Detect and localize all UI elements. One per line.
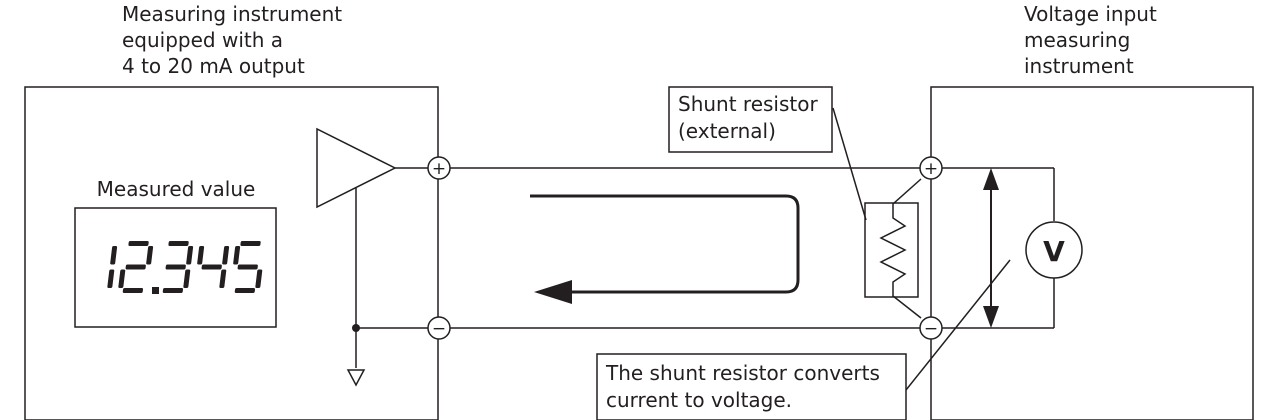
note-line-2: current to voltage. xyxy=(606,388,792,412)
ground-icon xyxy=(346,369,366,387)
shunt-label-line-1: Shunt resistor xyxy=(678,92,818,116)
display-segment xyxy=(110,246,118,265)
left-negative-terminal: − xyxy=(427,316,451,340)
right-instrument-title-line-2: measuring xyxy=(1024,28,1130,52)
right-instrument-title-line-1: Voltage input xyxy=(1024,2,1157,26)
display-segment xyxy=(233,246,241,265)
note-line-1: The shunt resistor converts xyxy=(605,361,880,385)
display-segment xyxy=(201,264,222,270)
display-segment xyxy=(222,246,230,265)
display-label: Measured value xyxy=(97,177,256,201)
display-segment xyxy=(118,269,126,288)
svg-text:+: + xyxy=(924,159,938,179)
voltmeter-icon xyxy=(1025,221,1083,279)
voltage-arrow-head-top xyxy=(983,168,999,190)
display-digit xyxy=(118,241,154,293)
display-segment xyxy=(255,269,263,288)
display-decimal-point xyxy=(152,287,159,294)
voltmeter-symbol: V xyxy=(1043,235,1065,268)
display-segment xyxy=(165,264,186,270)
left-instrument-title-line-1: Measuring instrument xyxy=(122,2,342,26)
display-segment xyxy=(183,269,191,288)
display-panel xyxy=(74,207,277,328)
right-positive-terminal: + xyxy=(919,156,943,180)
display-segment xyxy=(162,288,184,293)
svg-text:−: − xyxy=(432,319,446,339)
shunt-label-line-2: (external) xyxy=(678,119,776,143)
display-segment xyxy=(234,288,256,293)
shunt-leader-line xyxy=(832,107,867,221)
display-segment xyxy=(240,241,261,246)
shunt-resistor-box xyxy=(864,202,919,298)
display-digit xyxy=(107,246,118,288)
display-segment xyxy=(107,269,115,288)
voltage-arrow-head-bottom xyxy=(983,306,999,328)
current-flow-arrowhead xyxy=(534,280,572,304)
shunt-label-box xyxy=(668,86,833,153)
note-leader-line xyxy=(905,259,1011,391)
left-positive-terminal: + xyxy=(427,156,451,180)
svg-text:+: + xyxy=(432,159,446,179)
svg-text:−: − xyxy=(924,319,938,339)
display-digit xyxy=(233,241,263,293)
current-flow-arrow-icon xyxy=(530,194,800,294)
right-negative-terminal: − xyxy=(919,316,943,340)
right-instrument-title-line-3: instrument xyxy=(1024,54,1134,78)
display-segment xyxy=(128,241,149,246)
resistor-icon xyxy=(879,178,922,319)
left-instrument-title-line-3: 4 to 20 mA output xyxy=(122,54,305,78)
display-segment xyxy=(237,264,258,270)
display-segment xyxy=(125,264,146,270)
right-instrument-box xyxy=(930,86,1254,420)
display-segment xyxy=(168,241,189,246)
display-segment xyxy=(219,269,227,288)
left-instrument-title-line-2: equipped with a xyxy=(122,28,283,52)
left-instrument-box xyxy=(24,86,439,420)
display-digit xyxy=(197,246,230,288)
display-segment xyxy=(146,246,154,265)
note-box xyxy=(596,353,907,420)
display-segment xyxy=(186,246,194,265)
junction-dot xyxy=(352,324,360,332)
display-digits xyxy=(107,241,263,294)
display-segment xyxy=(197,246,205,265)
display-segment xyxy=(122,288,144,293)
display-digit xyxy=(162,241,194,293)
